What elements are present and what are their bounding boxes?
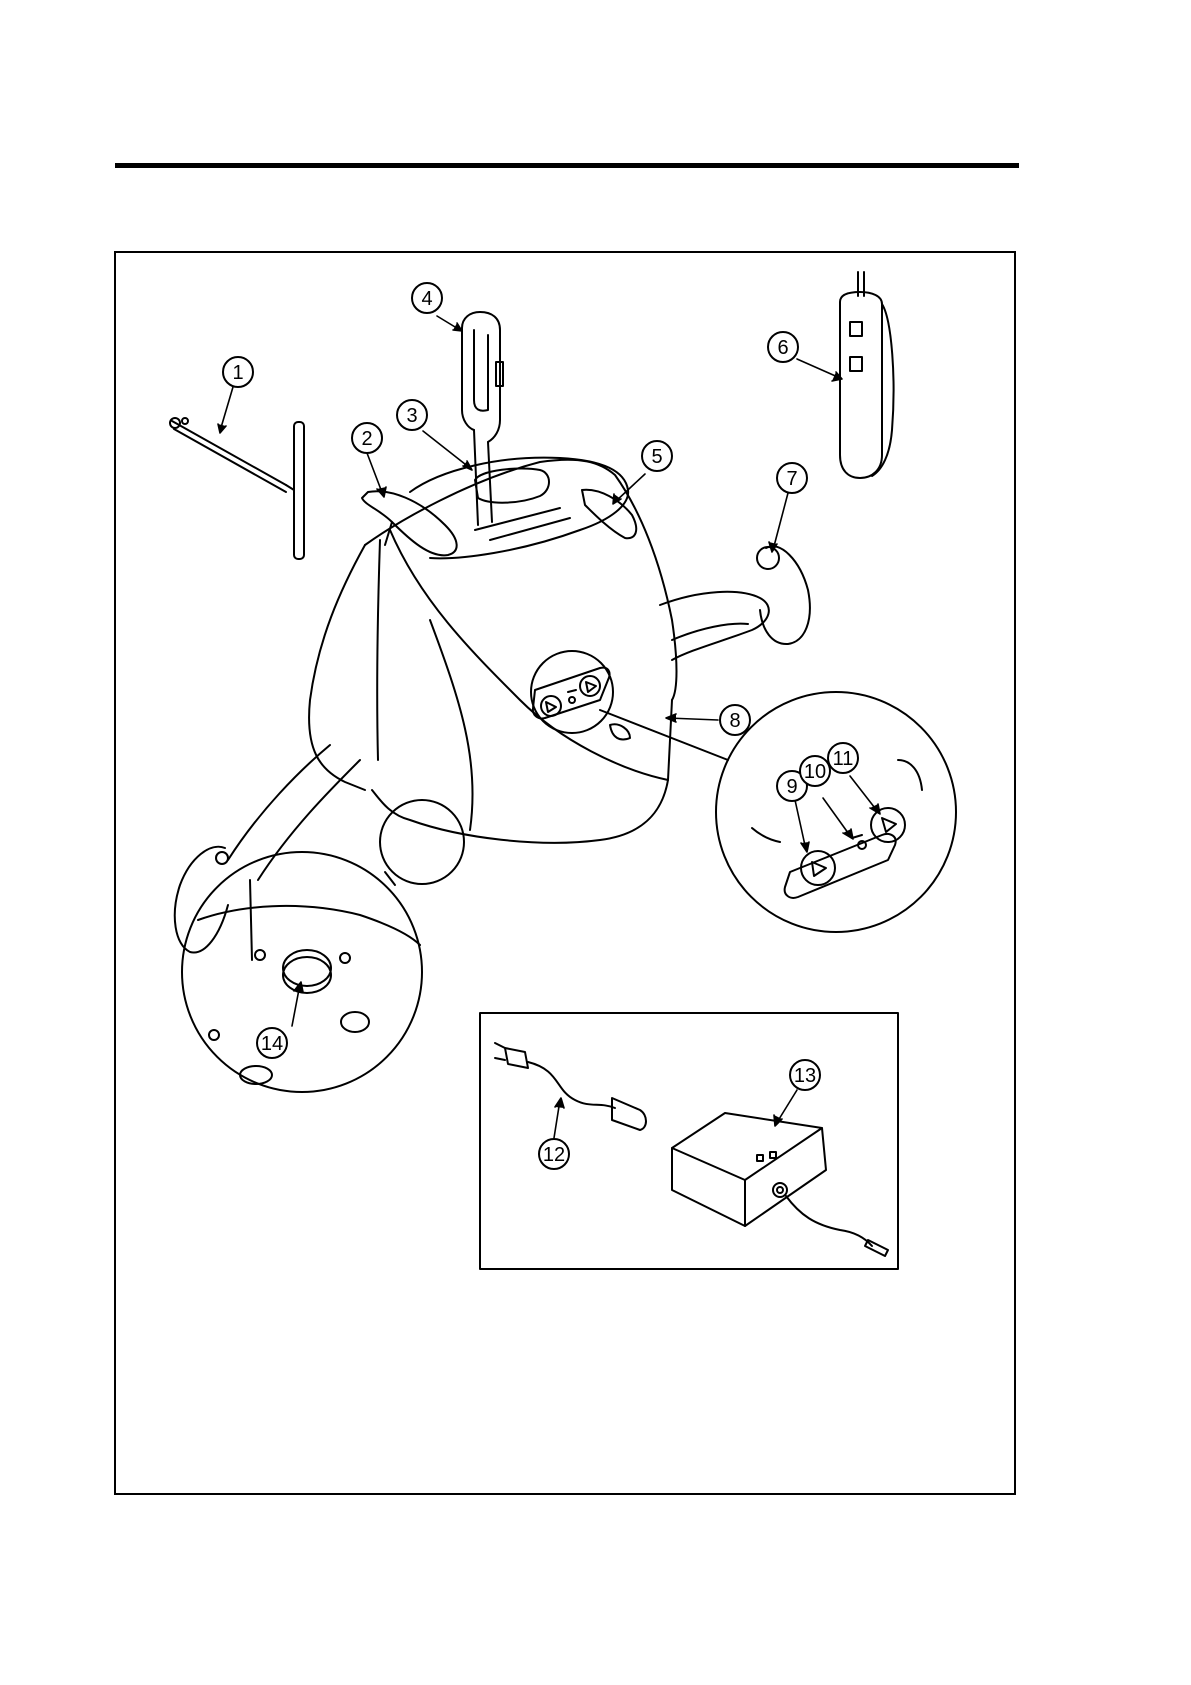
callout-13: 13 <box>790 1060 820 1090</box>
svg-text:10: 10 <box>804 761 826 783</box>
callout-3: 3 <box>397 400 427 430</box>
left-handle <box>362 491 457 555</box>
svg-text:9: 9 <box>786 776 797 798</box>
svg-text:7: 7 <box>786 468 797 490</box>
hand-pendant <box>840 272 894 478</box>
mast-handle <box>462 312 503 525</box>
svg-text:8: 8 <box>729 710 740 732</box>
svg-text:11: 11 <box>833 748 854 770</box>
svg-text:1: 1 <box>232 362 243 384</box>
lift-body <box>309 458 676 843</box>
callout-6: 6 <box>768 332 798 362</box>
svg-text:5: 5 <box>651 446 662 468</box>
bottom-detail-zoom <box>182 800 464 1092</box>
callout-2: 2 <box>352 423 382 453</box>
callout-11: 11 <box>828 743 858 773</box>
callout-4: 4 <box>412 283 442 313</box>
callout-14: 14 <box>257 1028 287 1058</box>
svg-text:12: 12 <box>543 1144 565 1166</box>
svg-text:2: 2 <box>361 428 372 450</box>
callout-1: 1 <box>223 357 253 387</box>
right-leg <box>660 546 810 660</box>
charger-inset <box>480 1013 898 1269</box>
svg-text:6: 6 <box>777 337 788 359</box>
svg-text:4: 4 <box>421 288 432 310</box>
svg-text:3: 3 <box>406 405 417 427</box>
control-panel <box>531 651 630 739</box>
left-leg <box>175 745 360 952</box>
svg-text:13: 13 <box>794 1065 816 1087</box>
svg-text:14: 14 <box>261 1033 283 1055</box>
callout-7: 7 <box>777 463 807 493</box>
crank-tool <box>170 418 304 559</box>
callout-10: 10 <box>800 756 830 786</box>
panel-detail-zoom <box>600 692 956 932</box>
callout-5: 5 <box>642 441 672 471</box>
callout-12: 12 <box>539 1139 569 1169</box>
callout-8: 8 <box>720 705 750 735</box>
